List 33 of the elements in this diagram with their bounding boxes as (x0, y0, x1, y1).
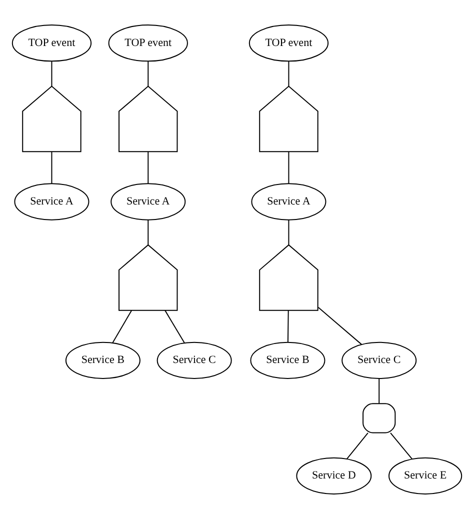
connector (112, 310, 132, 344)
node-ellipse: TOP event (12, 24, 92, 62)
node-or-gate (118, 86, 178, 152)
node-ellipse: Service C (342, 342, 417, 379)
node-or-gate (118, 244, 178, 311)
node-or-gate (259, 244, 318, 311)
node-ellipse: TOP event (108, 24, 188, 62)
connector (51, 152, 52, 184)
connector (346, 432, 368, 460)
connector (287, 310, 289, 342)
connector (148, 152, 149, 184)
node-ellipse: Service B (250, 342, 326, 379)
connector (164, 310, 185, 344)
node-ellipse: TOP event (248, 24, 329, 62)
connector (51, 61, 52, 86)
node-ellipse: Service A (110, 183, 186, 220)
connector (390, 432, 412, 460)
connector (148, 220, 149, 245)
node-ellipse: Service D (296, 457, 372, 494)
node-ellipse: Service E (388, 457, 462, 494)
connector (318, 307, 362, 345)
connector (288, 61, 290, 86)
node-ellipse: Service C (156, 342, 232, 379)
connector (288, 152, 290, 184)
node-ellipse: Service B (65, 342, 140, 379)
connector (378, 378, 380, 404)
connector (288, 220, 290, 245)
connector (148, 61, 149, 86)
node-ellipse: Service A (14, 183, 90, 220)
node-and-gate (362, 403, 396, 434)
node-or-gate (259, 86, 318, 152)
node-or-gate (22, 86, 82, 152)
node-ellipse: Service A (251, 183, 326, 220)
